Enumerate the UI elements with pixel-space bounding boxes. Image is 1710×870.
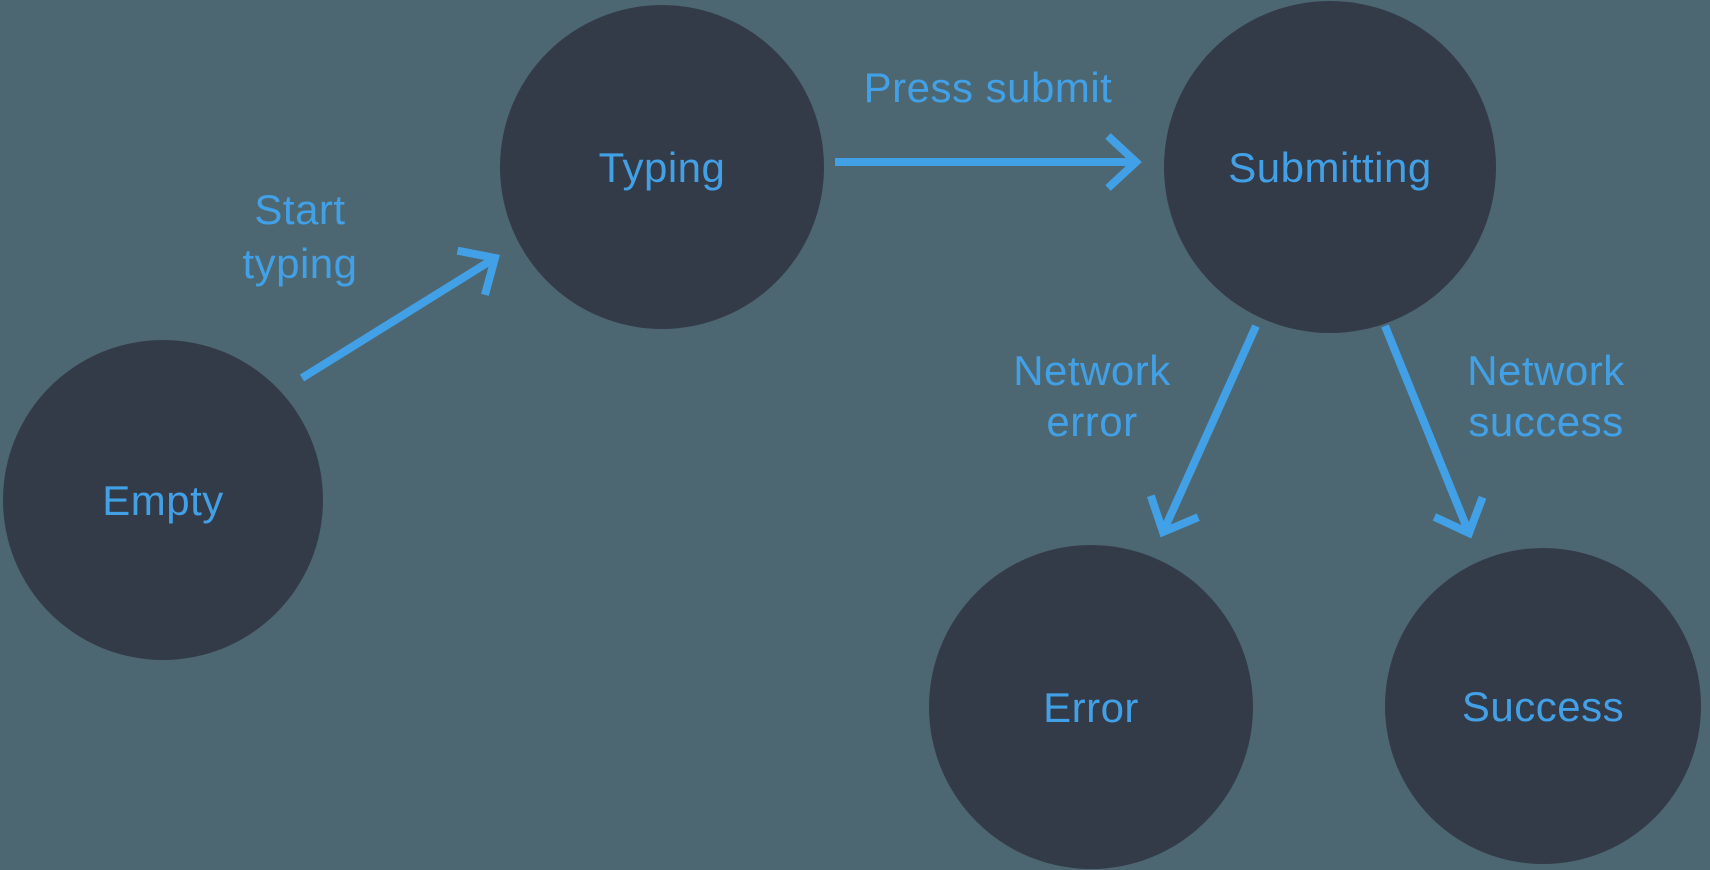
state-label-typing: Typing — [599, 144, 726, 191]
state-node-typing: Typing — [500, 5, 824, 329]
transition-network-error: Network error — [1013, 324, 1260, 538]
transition-network-success: Network success — [1381, 324, 1625, 539]
state-circle-error — [929, 545, 1253, 869]
state-label-submitting: Submitting — [1228, 144, 1431, 191]
transition-label-start-typing-line2: typing — [242, 240, 357, 287]
transition-label-network-error-line1: Network — [1013, 347, 1171, 394]
transition-label-network-success-line1: Network — [1467, 347, 1625, 394]
transition-arrow-network-error — [1147, 324, 1260, 538]
state-label-empty: Empty — [102, 477, 224, 524]
state-circle-typing — [500, 5, 824, 329]
state-node-error: Error — [929, 545, 1253, 869]
transition-start-typing: Start typing — [242, 186, 500, 382]
transition-label-network-success-line2: success — [1468, 398, 1623, 445]
transition-label-press-submit: Press submit — [864, 64, 1113, 111]
state-node-submitting: Submitting — [1164, 1, 1496, 333]
transition-label-start-typing-line1: Start — [254, 186, 345, 233]
transition-label-network-error-line2: error — [1046, 398, 1137, 445]
transition-arrow-network-success — [1381, 324, 1487, 539]
transition-arrow-start-typing — [299, 246, 500, 382]
state-label-error: Error — [1043, 684, 1139, 731]
state-node-success: Success — [1385, 548, 1701, 864]
state-circle-empty — [3, 340, 323, 660]
state-label-success: Success — [1462, 683, 1624, 730]
state-node-empty: Empty — [3, 340, 323, 660]
transition-press-submit: Press submit — [835, 64, 1142, 191]
state-circle-success — [1385, 548, 1701, 864]
state-circle-submitting — [1164, 1, 1496, 333]
